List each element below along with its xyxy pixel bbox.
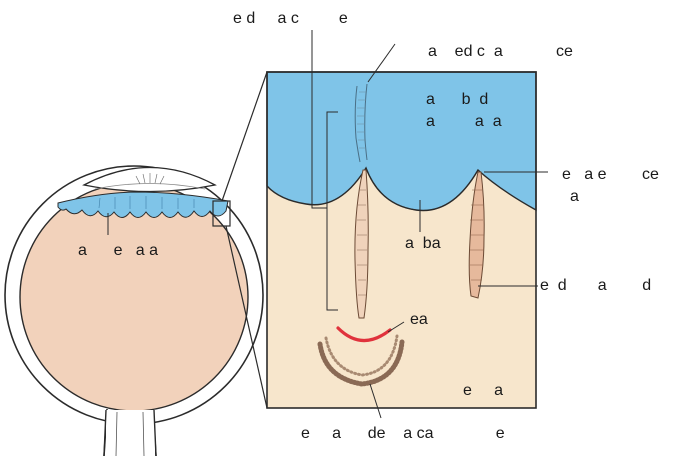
eye-globe <box>5 166 263 456</box>
label-bottom: e a de a ca e <box>301 426 505 442</box>
projection-line-top <box>222 72 267 201</box>
label-pouch: a ba <box>405 236 441 252</box>
label-top-left: e d a c e <box>233 11 348 27</box>
label-blue-main-line2: a a a <box>426 114 502 130</box>
label-right-lower: e d a d <box>540 278 651 294</box>
label-red-arc: ea <box>410 312 428 328</box>
label-blue-main-line1: a b d <box>426 92 488 108</box>
label-bottom-right: e a <box>463 383 503 399</box>
label-eye-left: a e a a <box>78 243 158 259</box>
label-top-right: a ed c a ce <box>428 44 573 60</box>
label-right-upper-line1: e a e ce <box>562 167 659 183</box>
eye-inner-globe <box>20 183 248 411</box>
label-right-upper-line2: a <box>570 189 579 205</box>
optic-nerve-fill <box>106 410 155 456</box>
